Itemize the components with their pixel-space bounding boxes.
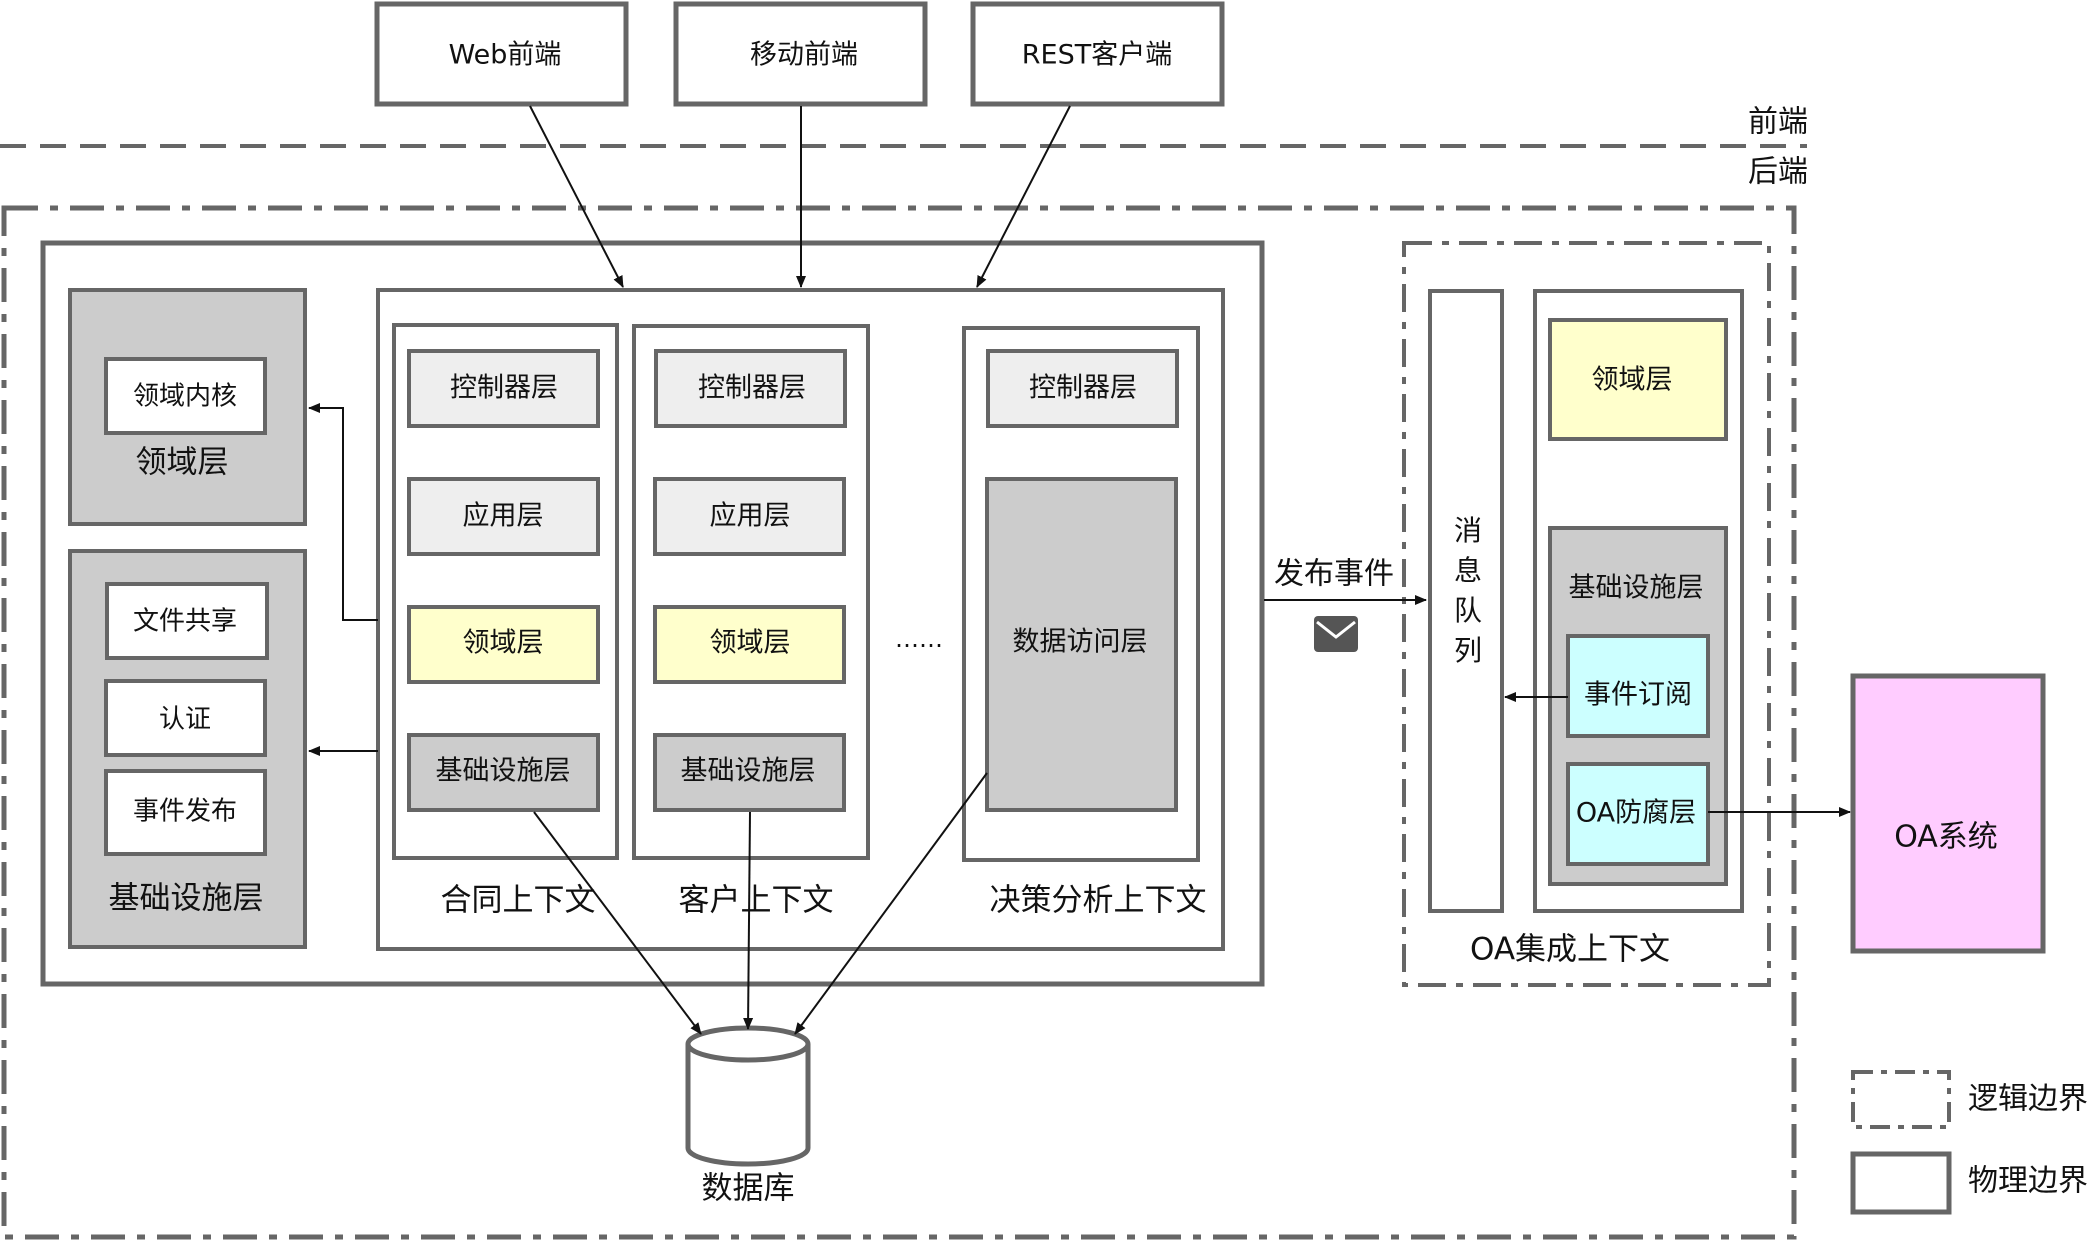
- customer-context: 控制器层 应用层 领域层 基础设施层 客户上下文: [632, 324, 870, 919]
- customer-controller-label: 控制器层: [698, 373, 806, 404]
- message-queue-char: 队: [1454, 594, 1482, 627]
- message-queue: [1428, 289, 1504, 913]
- envelope-icon: [1314, 616, 1358, 652]
- mobile-client: 移动前端: [673, 1, 928, 107]
- publish-event-label: 发布事件: [1274, 557, 1394, 592]
- shared-domain-layer: 领域内核 领域层: [68, 288, 307, 526]
- customer-infra-label: 基础设施层: [681, 756, 816, 787]
- rest-client-label: REST客户端: [1022, 40, 1172, 71]
- customer-application-label: 应用层: [710, 501, 791, 532]
- decision-data-access-label: 数据访问层: [1013, 627, 1148, 658]
- backend-zone-label: 后端: [1748, 155, 1808, 190]
- oa-domain-label: 领域层: [1592, 365, 1673, 396]
- contract-infra-label: 基础设施层: [436, 756, 571, 787]
- event-subscribe-label: 事件订阅: [1584, 680, 1692, 711]
- event-publish-label: 事件发布: [133, 797, 237, 827]
- main-physical-boundary: [40, 240, 1265, 987]
- contract-context: 控制器层 应用层 领域层 基础设施层 合同上下文: [392, 323, 619, 919]
- legend-physical-swatch: [1850, 1151, 1952, 1215]
- customer-context-title: 客户上下文: [679, 883, 834, 919]
- more-contexts-ellipsis: ……: [895, 625, 943, 653]
- oa-system-label: OA系统: [1894, 820, 1998, 855]
- mobile-client-label: 移动前端: [750, 40, 858, 71]
- anticorruption-label: OA防腐层: [1576, 798, 1696, 829]
- message-queue-char: 消: [1454, 514, 1482, 547]
- arrow-web-to-contexts: [529, 105, 624, 288]
- shared-infra-layer-label: 基础设施层: [109, 881, 264, 917]
- arrow-contract-infra-to-db: [533, 811, 702, 1035]
- backend-logical-boundary: [1, 205, 1797, 1240]
- oa-infra-label: 基础设施层: [1569, 573, 1704, 604]
- legend-logical-label: 逻辑边界: [1968, 1082, 2088, 1117]
- shared-infra-layer: 文件共享 认证 事件发布 基础设施层: [68, 549, 307, 949]
- message-queue-char: 列: [1454, 634, 1482, 667]
- oa-system: OA系统: [1850, 673, 2046, 954]
- decision-controller-label: 控制器层: [1029, 373, 1137, 404]
- contract-context-title: 合同上下文: [441, 883, 596, 919]
- web-client-label: Web前端: [449, 40, 562, 71]
- file-share-label: 文件共享: [133, 607, 237, 637]
- arrow-rest-to-contexts: [976, 105, 1071, 288]
- arrow-customer-infra-to-db: [743, 811, 754, 1030]
- shared-domain-layer-label: 领域层: [136, 445, 229, 481]
- legend: 逻辑边界 物理边界: [1850, 1070, 2088, 1215]
- arrow-contexts-to-shared-domain: [308, 403, 378, 621]
- legend-logical-swatch: [1851, 1070, 1951, 1129]
- contract-controller-label: 控制器层: [450, 373, 558, 404]
- oa-context-logical-boundary: [1402, 241, 1771, 987]
- oa-context: 领域层 基础设施层 事件订阅 OA防腐层 OA集成上下文: [1470, 289, 1744, 968]
- contract-application-label: 应用层: [463, 501, 544, 532]
- database: 数据库: [685, 1025, 811, 1207]
- rest-client: REST客户端: [970, 1, 1225, 107]
- oa-context-title: OA集成上下文: [1470, 932, 1670, 968]
- contract-domain-label: 领域层: [463, 628, 544, 659]
- arrow-decision-data-access-to-db: [794, 772, 988, 1035]
- decision-context-title: 决策分析上下文: [990, 883, 1207, 919]
- legend-physical-label: 物理边界: [1968, 1164, 2088, 1199]
- auth-label: 认证: [159, 705, 211, 735]
- web-client: Web前端: [374, 1, 629, 107]
- message-queue-char: 息: [1454, 554, 1482, 587]
- decision-context: 控制器层 数据访问层 决策分析上下文: [962, 326, 1207, 919]
- domain-core-label: 领域内核: [133, 382, 237, 412]
- customer-domain-label: 领域层: [710, 628, 791, 659]
- frontend-zone-label: 前端: [1748, 105, 1808, 140]
- database-label: 数据库: [702, 1171, 795, 1207]
